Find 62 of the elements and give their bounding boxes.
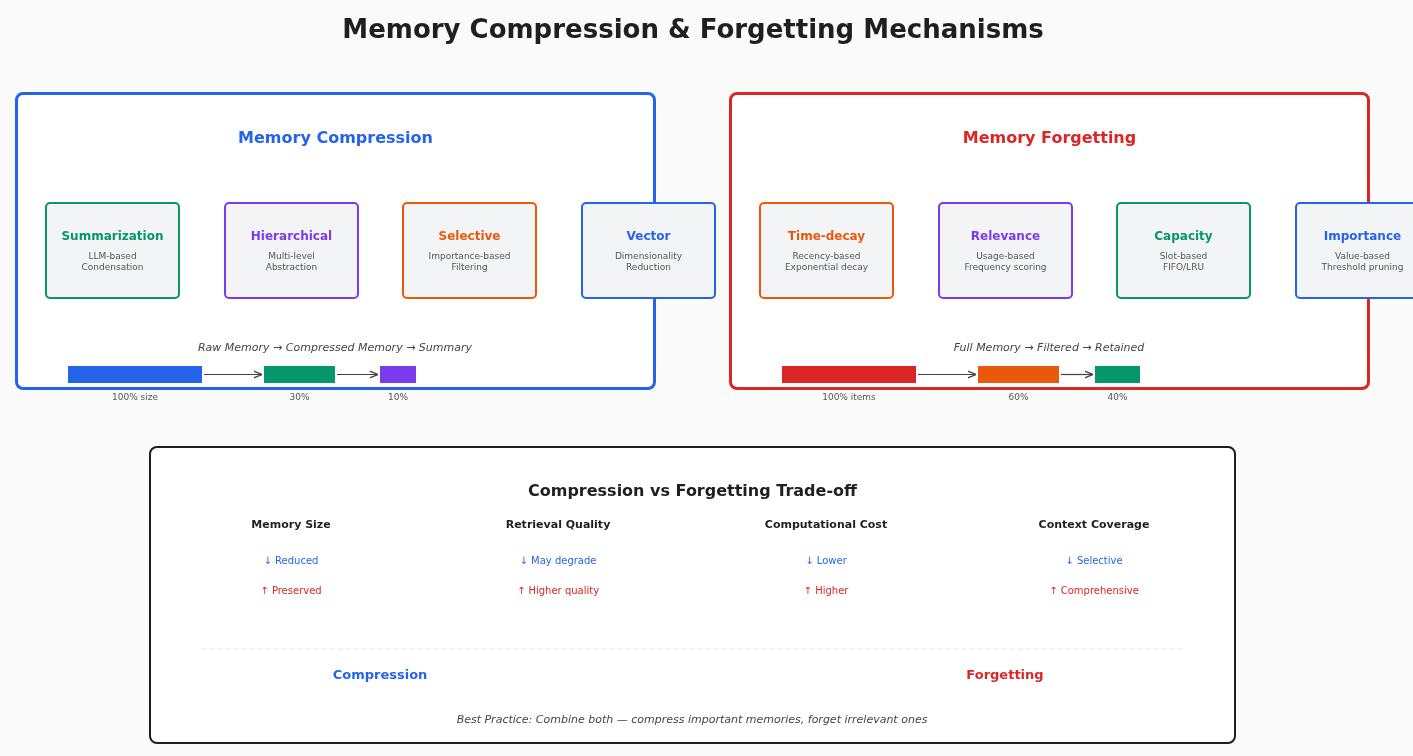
card-description: Slot-based FIFO/LRU <box>1158 250 1209 273</box>
size-bar <box>264 366 335 383</box>
column-header: Memory Size <box>251 517 331 531</box>
method-card <box>1295 202 1413 299</box>
bar-caption: 10% <box>388 392 408 402</box>
card-title: Vector <box>626 228 671 243</box>
note-text: Best Practice: Combine both — compress important memories, forget irrelevant ones <box>456 712 928 726</box>
table-cell: ↓ May degrade <box>519 554 597 566</box>
card-description: LLM-based Condensation <box>80 250 145 273</box>
card-description: Dimensionality Reduction <box>613 250 684 273</box>
group-panel <box>149 446 1236 744</box>
table-cell: ↓ Reduced <box>263 554 319 566</box>
panel-title: Memory Forgetting <box>961 128 1138 147</box>
flow-caption: Raw Memory → Compressed Memory → Summary <box>198 340 472 354</box>
card-title: Relevance <box>970 228 1041 243</box>
card-description: Value-based Threshold pruning <box>1320 250 1405 273</box>
column-header: Retrieval Quality <box>505 517 611 531</box>
diagram-title: Memory Compression & Forgetting Mechanisms <box>342 14 1044 44</box>
table-cell: ↑ Higher <box>803 584 849 596</box>
method-card <box>45 202 180 299</box>
card-description: Multi-level Abstraction <box>264 250 319 273</box>
size-bar <box>978 366 1059 383</box>
size-bar <box>782 366 916 383</box>
card-description: Usage-based Frequency scoring <box>963 250 1048 273</box>
size-bar <box>68 366 202 383</box>
table-cell: ↑ Higher quality <box>516 584 600 596</box>
arrow <box>1060 370 1094 379</box>
method-card <box>938 202 1073 299</box>
bar-caption: 30% <box>289 392 310 402</box>
bar-caption: 60% <box>1008 392 1029 402</box>
column-header: Computational Cost <box>764 517 888 531</box>
table-cell: ↓ Selective <box>1065 554 1123 566</box>
card-title: Importance <box>1323 228 1402 243</box>
card-title: Summarization <box>61 228 164 243</box>
arrow <box>336 370 379 379</box>
method-card <box>759 202 894 299</box>
method-card <box>1116 202 1251 299</box>
size-bar <box>380 366 416 383</box>
bar-caption: 100% size <box>112 392 158 402</box>
size-bar <box>1095 366 1140 383</box>
method-card <box>402 202 537 299</box>
arrow <box>917 370 977 379</box>
method-card <box>581 202 716 299</box>
card-title: Hierarchical <box>250 228 333 243</box>
legend-text: Forgetting <box>966 666 1044 682</box>
card-title: Time-decay <box>787 228 866 243</box>
column-header: Context Coverage <box>1038 517 1150 531</box>
bar-caption: 40% <box>1107 392 1128 402</box>
table-cell: ↑ Comprehensive <box>1049 584 1139 596</box>
card-title: Selective <box>438 228 501 243</box>
table-cell: ↑ Preserved <box>260 584 322 596</box>
legend-text: Compression <box>332 666 428 682</box>
panel-title: Compression vs Forgetting Trade-off <box>527 481 858 500</box>
table-cell: ↓ Lower <box>805 554 847 566</box>
panel-title: Memory Compression <box>237 128 434 147</box>
arrow <box>203 370 263 379</box>
bar-caption: 100% items <box>822 392 876 402</box>
card-description: Recency-based Exponential decay <box>783 250 870 273</box>
flow-caption: Full Memory → Filtered → Retained <box>953 340 1145 354</box>
card-description: Importance-based Filtering <box>427 250 512 273</box>
method-card <box>224 202 359 299</box>
card-title: Capacity <box>1154 228 1213 243</box>
